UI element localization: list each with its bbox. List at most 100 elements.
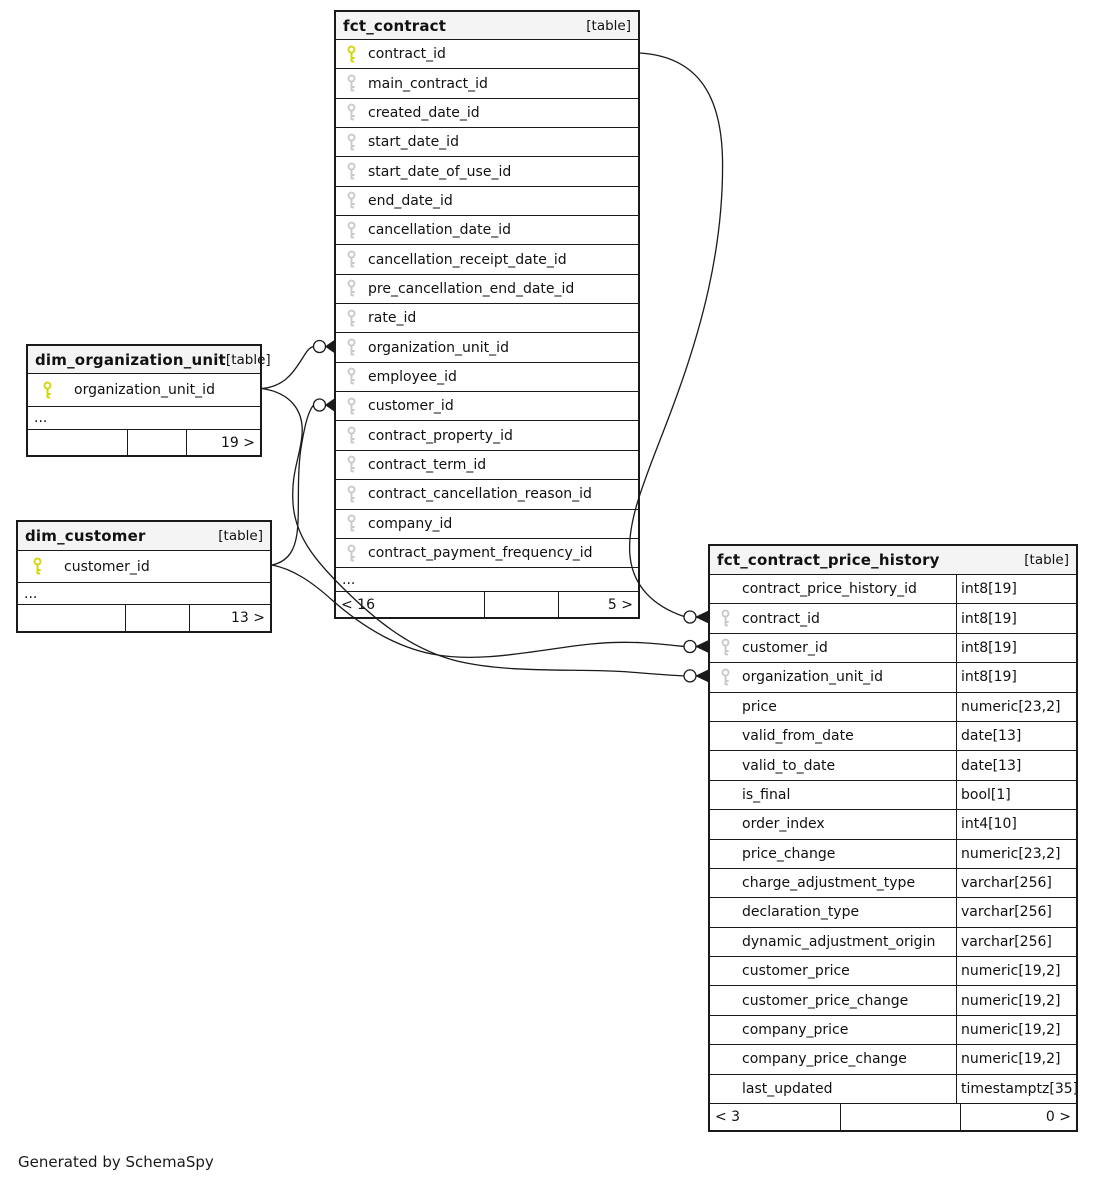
- key-slot: [346, 45, 357, 64]
- key-slot: [720, 609, 731, 628]
- key-slot: [346, 397, 357, 416]
- primary-key-icon: [347, 45, 356, 63]
- column-name: order_index: [742, 816, 825, 833]
- pager-right: 19 >: [186, 430, 260, 455]
- foreign-key-icon: [721, 639, 730, 656]
- crowfoot-connector-fct-customer: [312, 398, 335, 412]
- column-type: numeric[19,2]: [956, 1015, 1076, 1045]
- key-slot: [346, 309, 357, 328]
- column-name: customer_id: [742, 639, 828, 656]
- column-name: organization_unit_id: [74, 382, 215, 398]
- foreign-key-icon: [347, 338, 356, 356]
- primary-key-icon: [33, 557, 42, 575]
- column-type: bool[1]: [956, 780, 1076, 810]
- primary-key-icon: [43, 381, 52, 398]
- column-name: price_change: [742, 845, 836, 862]
- column-row-start_date_id: start_date_id: [336, 128, 638, 158]
- pager-right: 13 >: [189, 605, 270, 631]
- column-type: numeric[19,2]: [956, 1045, 1076, 1074]
- column-row-company_id: company_id: [336, 509, 638, 539]
- table-type-badge: [table]: [225, 351, 271, 368]
- ellipsis-row: ...: [28, 407, 260, 430]
- column-name: valid_from_date: [742, 728, 854, 745]
- key-slot: [346, 485, 357, 504]
- table-node-dim_organization_unit[interactable]: dim_organization_unit[table] organization…: [26, 344, 271, 457]
- column-type: int8[19]: [956, 663, 1076, 692]
- key-slot: [720, 668, 731, 687]
- column-name: customer_id: [368, 398, 454, 415]
- crowfoot-connector-fct-orgunit: [312, 339, 335, 354]
- table-header: dim_organization_unit[table]: [28, 346, 271, 374]
- foreign-key-icon: [347, 192, 356, 209]
- column-name: pre_cancellation_end_date_id: [368, 280, 575, 297]
- column-name: rate_id: [368, 310, 417, 327]
- key-slot: [720, 638, 731, 657]
- key-slot: [346, 250, 357, 269]
- column-row-company_price: company_price numeric[19,2]: [710, 1015, 1076, 1046]
- foreign-key-icon: [347, 309, 356, 327]
- key-slot: [346, 514, 357, 533]
- column-name: contract_term_id: [368, 456, 487, 473]
- column-type: int8[19]: [956, 633, 1076, 663]
- ellipsis-row: ...: [18, 583, 270, 605]
- column-name: organization_unit_id: [368, 339, 509, 356]
- column-name: price: [742, 698, 777, 715]
- table-type-badge: [table]: [218, 528, 263, 544]
- column-row-price: price numeric[23,2]: [710, 692, 1076, 722]
- column-row-company_price_change: company_price_change numeric[19,2]: [710, 1045, 1076, 1075]
- column-name: cancellation_date_id: [368, 222, 511, 239]
- column-name: company_price: [742, 1022, 849, 1039]
- column-name: start_date_id: [368, 134, 459, 151]
- table-node-dim_customer[interactable]: dim_customer[table]customer_id...13 >: [16, 520, 272, 633]
- generated-by-label: Generated by SchemaSpy: [18, 1153, 214, 1171]
- key-slot: [346, 544, 357, 563]
- column-row-pre_cancellation_end_date_id: pre_cancellation_end_date_id: [336, 274, 638, 305]
- column-type: date[13]: [956, 751, 1076, 780]
- column-name: customer_price: [742, 963, 850, 980]
- pager-middle: [484, 592, 558, 618]
- table-name: dim_customer: [25, 527, 146, 545]
- column-name: contract_id: [368, 46, 446, 63]
- pager-left: < 16: [341, 596, 375, 613]
- foreign-key-icon: [347, 485, 356, 503]
- key-slot: [346, 74, 357, 93]
- column-row-employee_id: employee_id: [336, 362, 638, 393]
- key-slot: [346, 191, 357, 210]
- foreign-key-icon: [721, 609, 730, 627]
- column-row-customer_id: customer_id: [336, 392, 638, 422]
- pager-row: 13 >: [18, 605, 270, 631]
- column-row-contract_property_id: contract_property_id: [336, 421, 638, 451]
- pager-left: [18, 605, 125, 631]
- foreign-key-icon: [347, 368, 356, 385]
- foreign-key-icon: [721, 668, 730, 686]
- column-row-contract_payment_frequency_id: contract_payment_frequency_id: [336, 538, 638, 569]
- column-name: company_id: [368, 515, 453, 532]
- column-row-contract_cancellation_reason_id: contract_cancellation_reason_id: [336, 480, 638, 510]
- column-name: contract_payment_frequency_id: [368, 545, 593, 562]
- column-row-cancellation_date_id: cancellation_date_id: [336, 216, 638, 246]
- column-name: company_price_change: [742, 1051, 907, 1068]
- column-row-start_date_of_use_id: start_date_of_use_id: [336, 157, 638, 187]
- pager-middle: [840, 1104, 960, 1131]
- key-slot: [346, 162, 357, 181]
- column-type: numeric[23,2]: [956, 692, 1076, 721]
- table-node-fct_contract_price_history[interactable]: fct_contract_price_history[table]contrac…: [708, 544, 1078, 1133]
- column-name: employee_id: [368, 368, 457, 385]
- foreign-key-icon: [347, 456, 356, 473]
- column-name: contract_property_id: [368, 427, 513, 444]
- foreign-key-icon: [347, 544, 356, 561]
- column-name: contract_cancellation_reason_id: [368, 486, 592, 503]
- key-slot: [346, 426, 357, 445]
- column-name: organization_unit_id: [742, 669, 883, 686]
- column-name: main_contract_id: [368, 75, 488, 92]
- column-row-contract_id: contract_id: [336, 40, 638, 70]
- key-slot: [346, 455, 357, 474]
